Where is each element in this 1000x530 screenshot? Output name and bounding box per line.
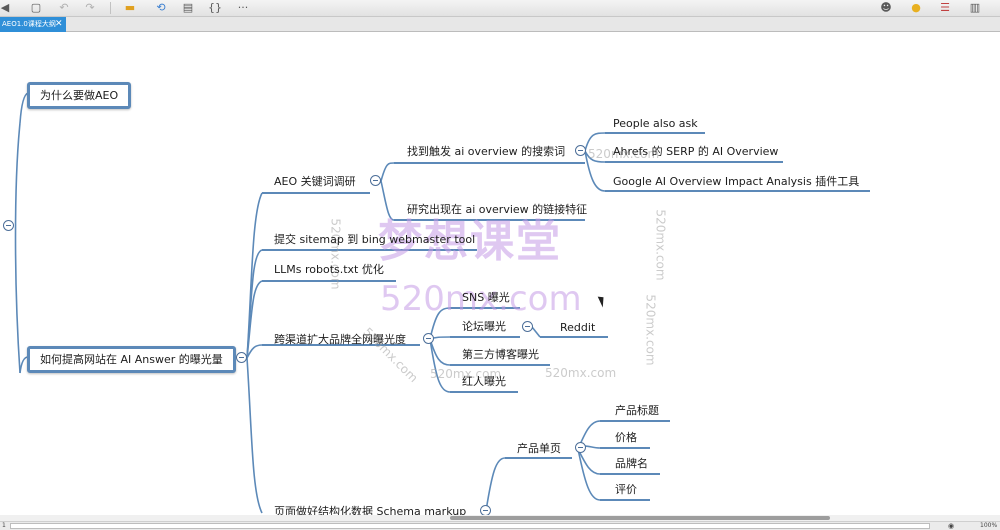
watermark-small: 520mx.com: [545, 366, 617, 380]
horizontal-scrollbar[interactable]: [0, 515, 1000, 521]
brackets-icon[interactable]: {}: [208, 1, 222, 14]
watermark-small: 520mx.com: [328, 218, 343, 290]
eye-icon[interactable]: ◉: [948, 522, 955, 530]
root-collapse-icon[interactable]: [3, 220, 14, 231]
cross-channel-collapse-icon[interactable]: [423, 333, 434, 344]
how-collapse-icon[interactable]: [236, 352, 247, 363]
scrollbar-thumb[interactable]: [450, 516, 830, 520]
status-bar: 1 ◉ 100%: [0, 521, 1000, 530]
node-reddit[interactable]: Reddit: [560, 321, 596, 334]
lightbulb-icon[interactable]: ●: [911, 1, 921, 14]
watermark-small: 520mx.com: [430, 367, 502, 381]
node-schema[interactable]: 页面做好结构化数据 Schema markup: [274, 505, 467, 515]
toolbar: ◀ ▢ ↶ ↷ ▬ ⟲ ▤ {} ··· ☻ ● ☰ ▥: [0, 0, 1000, 17]
forum-collapse-icon[interactable]: [522, 321, 533, 332]
folder-icon[interactable]: ▬: [124, 1, 136, 14]
node-find-trigger[interactable]: 找到触发 ai overview 的搜索词: [407, 145, 566, 158]
zoom-track[interactable]: [10, 523, 930, 529]
node-forum[interactable]: 论坛曝光: [462, 320, 506, 333]
tab-aeo-outline[interactable]: AEO1.0课程大纲 ✕: [0, 17, 66, 32]
watermark-domain: 520mx.com: [380, 279, 582, 319]
node-price[interactable]: 价格: [615, 431, 637, 444]
node-how-improve[interactable]: 如何提高网站在 AI Answer 的曝光量: [27, 346, 236, 373]
watermark-small: 520mx.com: [588, 147, 660, 161]
keyword-collapse-icon[interactable]: [370, 175, 381, 186]
status-left: 1: [2, 522, 6, 529]
node-ahrefs[interactable]: Ahrefs 的 SERP 的 AI Overview: [613, 145, 779, 158]
node-keyword-research[interactable]: AEO 关键词调研: [274, 175, 356, 188]
mindmap-canvas[interactable]: 梦想课堂 520mx.com 520mx.com 520mx.com 520mx…: [0, 33, 1000, 515]
node-product-title[interactable]: 产品标题: [615, 404, 659, 417]
node-google-plugin[interactable]: Google AI Overview Impact Analysis 插件工具: [613, 175, 860, 188]
node-brand[interactable]: 品牌名: [615, 457, 648, 470]
connector-lines: [14, 92, 870, 514]
node-people-also-ask[interactable]: People also ask: [613, 117, 698, 130]
tab-title: AEO1.0课程大纲: [2, 20, 56, 28]
more-icon[interactable]: ···: [237, 1, 249, 14]
node-link-features[interactable]: 研究出现在 ai overview 的链接特征: [407, 203, 588, 216]
new-file-icon[interactable]: ▢: [30, 1, 42, 14]
node-review[interactable]: 评价: [615, 483, 637, 496]
product-page-collapse-icon[interactable]: [575, 442, 586, 453]
format-icon[interactable]: ☰: [940, 1, 950, 14]
node-third-blog[interactable]: 第三方博客曝光: [462, 348, 539, 361]
redo-icon[interactable]: ↷: [85, 1, 95, 14]
watermark-small: 520mx.com: [653, 209, 668, 281]
link-icon[interactable]: ⟲: [156, 1, 166, 14]
image-icon[interactable]: ▤: [182, 1, 194, 14]
undo-icon[interactable]: ↶: [59, 1, 69, 14]
watermark-brand: 梦想课堂: [378, 216, 562, 267]
schema-collapse-icon[interactable]: [480, 505, 491, 515]
toolbar-separator: [110, 2, 111, 14]
node-cross-channel[interactable]: 跨渠道扩大品牌全网曝光度: [274, 333, 406, 346]
panel-icon[interactable]: ▥: [969, 1, 981, 14]
find-trigger-collapse-icon[interactable]: [575, 145, 586, 156]
node-sns[interactable]: SNS 曝光: [462, 291, 510, 304]
back-icon[interactable]: ◀: [0, 1, 10, 14]
close-icon[interactable]: ✕: [55, 19, 63, 29]
node-why-aeo[interactable]: 为什么要做AEO: [27, 82, 132, 109]
watermark-small: 520mx.com: [643, 294, 658, 366]
tab-bar: AEO1.0课程大纲 ✕: [0, 17, 1000, 32]
user-icon[interactable]: ☻: [880, 1, 892, 14]
node-influencer[interactable]: 红人曝光: [462, 375, 506, 388]
node-llms-robots[interactable]: LLMs robots.txt 优化: [274, 263, 384, 276]
zoom-level[interactable]: 100%: [980, 522, 998, 529]
node-submit-sitemap[interactable]: 提交 sitemap 到 bing webmaster tool: [274, 233, 476, 246]
node-product-page[interactable]: 产品单页: [517, 442, 561, 455]
